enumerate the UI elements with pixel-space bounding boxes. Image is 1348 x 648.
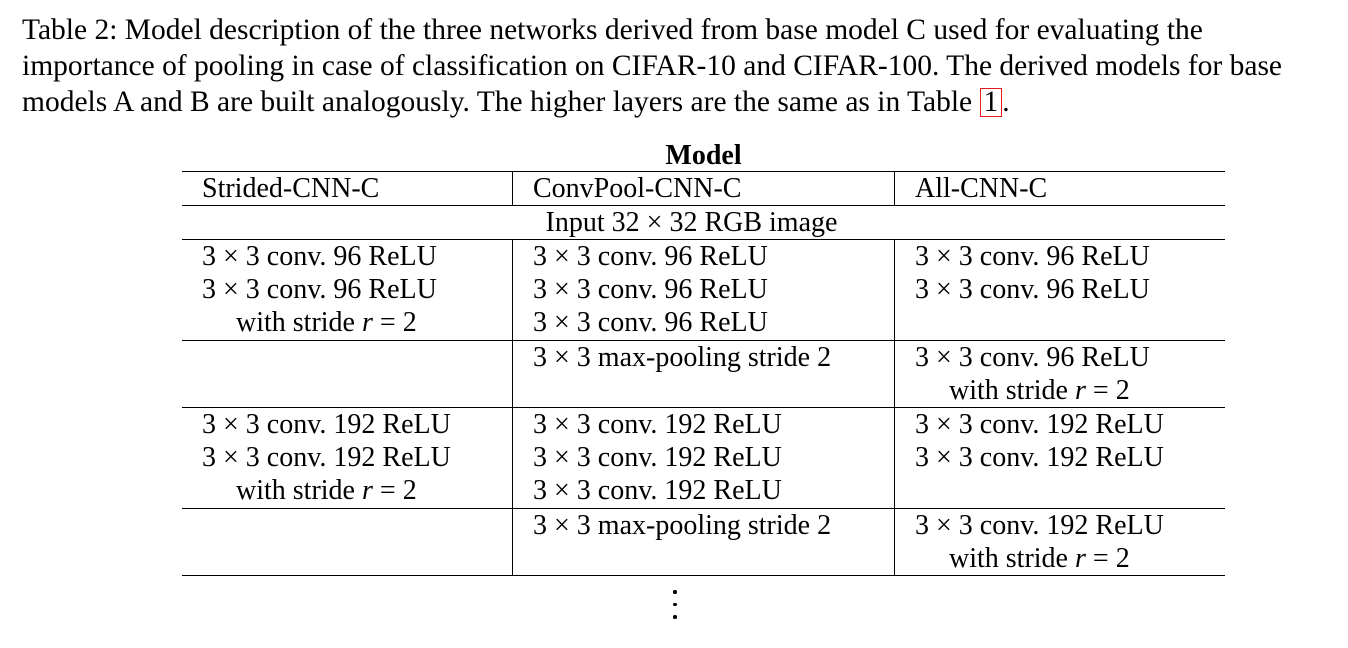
caption-period: . [1002,86,1010,118]
convpool-cell: 3 × 3 max-pooling stride 2 [512,508,895,577]
layer-line: 3 × 3 conv. 96 ReLU [915,241,1150,272]
layer-line: 3 × 3 conv. 96 ReLU [533,241,768,272]
layer-line: 3 × 3 conv. 96 ReLU [202,241,437,272]
layer-line: 3 × 3 conv. 96 ReLU [202,274,437,306]
layer-line: with stride r = 2 [236,475,417,507]
column-header-row: Strided-CNN-C ConvPool-CNN-C All-CNN-C [182,171,1225,206]
layer-line: 3 × 3 conv. 96 ReLU [915,341,1150,373]
layer-line: 3 × 3 conv. 192 ReLU [202,409,451,441]
layer-line: with stride r = 2 [949,374,1130,406]
layer-line: 3 × 3 conv. 96 ReLU [533,274,768,306]
input-label: Input 32 × 32 RGB image [545,206,838,238]
convpool-cell: 3 × 3 max-pooling stride 2 [512,340,895,409]
strided-cell [182,508,513,577]
layer-line: 3 × 3 conv. 192 ReLU [533,409,782,441]
column-header-convpool: ConvPool-CNN-C [512,171,895,206]
layer-line: 3 × 3 conv. 192 ReLU [202,442,451,474]
continuation-vdots [668,590,682,619]
dot [673,602,677,606]
caption-text: Table 2: Model description of the three … [22,14,1283,118]
layer-line: 3 × 3 conv. 192 ReLU [533,442,782,474]
dot [673,590,677,594]
layer-line: 3 × 3 conv. 192 ReLU [533,475,782,507]
layer-block-row: 3 × 3 max-pooling stride 2 3 × 3 conv. 19… [182,508,1225,577]
layer-line: 3 × 3 conv. 96 ReLU [533,307,768,339]
model-header: Model [665,140,742,171]
layer-line: 3 × 3 conv. 192 ReLU [915,409,1164,441]
input-cell: Input 32 × 32 RGB image [182,205,1225,240]
input-row: Input 32 × 32 RGB image [182,205,1225,240]
column-header-strided: Strided-CNN-C [182,171,513,206]
layer-line: with stride r = 2 [236,307,417,339]
layer-line: 3 × 3 conv. 192 ReLU [915,442,1164,474]
layer-line: 3 × 3 max-pooling stride 2 [533,341,832,373]
layer-block-row: 3 × 3 max-pooling stride 2 3 × 3 conv. 96… [182,340,1225,409]
strided-cell [182,340,513,409]
table-caption: Table 2: Model description of the three … [22,12,1332,120]
column-header-allcnn: All-CNN-C [894,171,1225,206]
model-table: Model Strided-CNN-C ConvPool-CNN-C All-C… [182,138,1225,577]
layer-line: 3 × 3 conv. 96 ReLU [915,274,1150,306]
layer-line: with stride r = 2 [949,542,1130,574]
dot [673,615,677,619]
layer-line: 3 × 3 conv. 192 ReLU [915,509,1164,541]
layer-line: 3 × 3 max-pooling stride 2 [533,509,832,541]
table-reference-link[interactable]: 1 [979,87,1003,117]
